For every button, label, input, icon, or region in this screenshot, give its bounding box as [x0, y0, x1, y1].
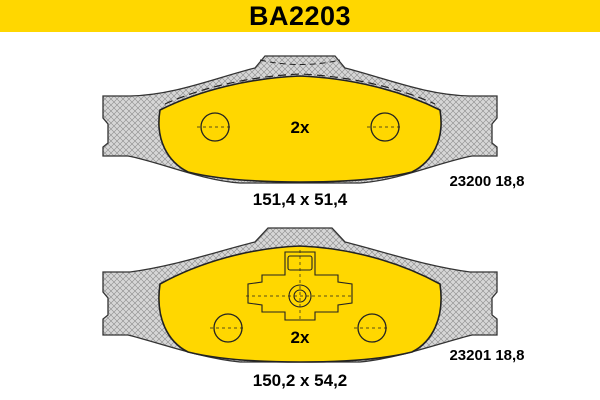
- pad-bottom-part-code: 23201 18,8: [449, 347, 524, 364]
- pad-top-dimensions: 151,4 x 51,4: [253, 190, 348, 209]
- brake-pad-bottom: [102, 227, 498, 363]
- pad-top-quantity: 2x: [291, 118, 310, 137]
- pad-bottom-quantity: 2x: [291, 328, 310, 347]
- piston-clip: [246, 250, 354, 322]
- brake-pad-top: [102, 55, 498, 184]
- product-title: BA2203: [248, 0, 352, 31]
- friction-material-top: [158, 75, 442, 183]
- pad-top-part-code: 23200 18,8: [449, 173, 524, 190]
- pad-bottom-dimensions: 150,2 x 54,2: [253, 371, 348, 390]
- title-bar: BA2203: [0, 0, 600, 32]
- wear-line-top: [164, 73, 436, 105]
